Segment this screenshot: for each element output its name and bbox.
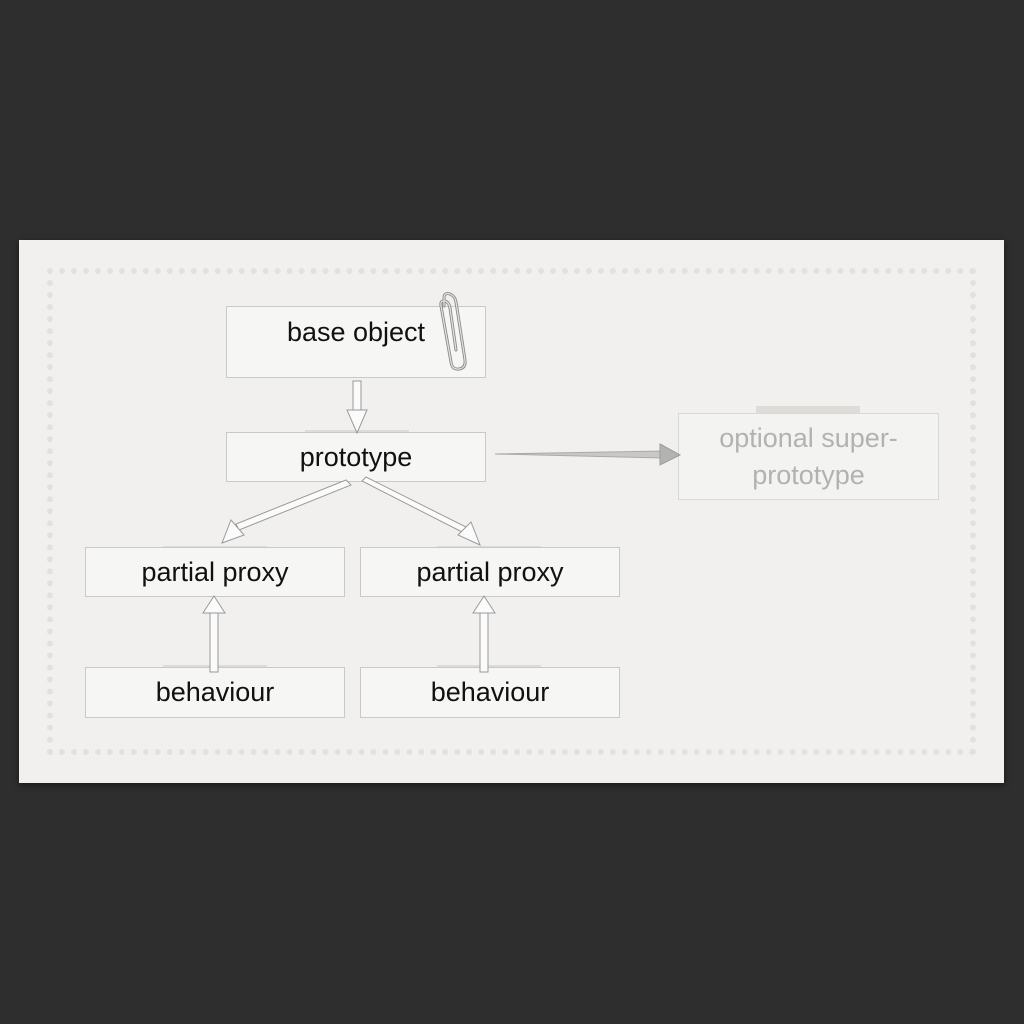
paperclip-icon xyxy=(439,292,467,371)
node-behaviour-right: behaviour xyxy=(360,667,620,718)
node-prototype-label: prototype xyxy=(299,441,413,472)
node-super-prototype-label: optional super-prototype xyxy=(719,422,898,490)
node-proxy-right-label: partial proxy xyxy=(416,556,564,587)
node-prototype: prototype xyxy=(226,432,486,482)
arrow-prototype-to-proxy-left xyxy=(221,479,352,544)
node-behaviour-left-label: behaviour xyxy=(155,677,275,707)
arrow-base-to-prototype xyxy=(346,380,368,435)
node-base-object-label: base object xyxy=(286,316,426,347)
node-behaviour-right-label: behaviour xyxy=(430,677,550,707)
arrow-behaviour-to-proxy-right xyxy=(472,595,496,673)
arrow-prototype-to-super xyxy=(494,443,682,466)
node-proxy-left: partial proxy xyxy=(85,547,345,597)
node-super-prototype: optional super-prototype xyxy=(678,413,939,500)
arrow-behaviour-to-proxy-left xyxy=(202,595,226,673)
node-proxy-right: partial proxy xyxy=(360,547,620,597)
node-proxy-left-label: partial proxy xyxy=(141,556,289,587)
arrow-prototype-to-proxy-right xyxy=(361,476,481,546)
node-behaviour-left: behaviour xyxy=(85,667,345,718)
